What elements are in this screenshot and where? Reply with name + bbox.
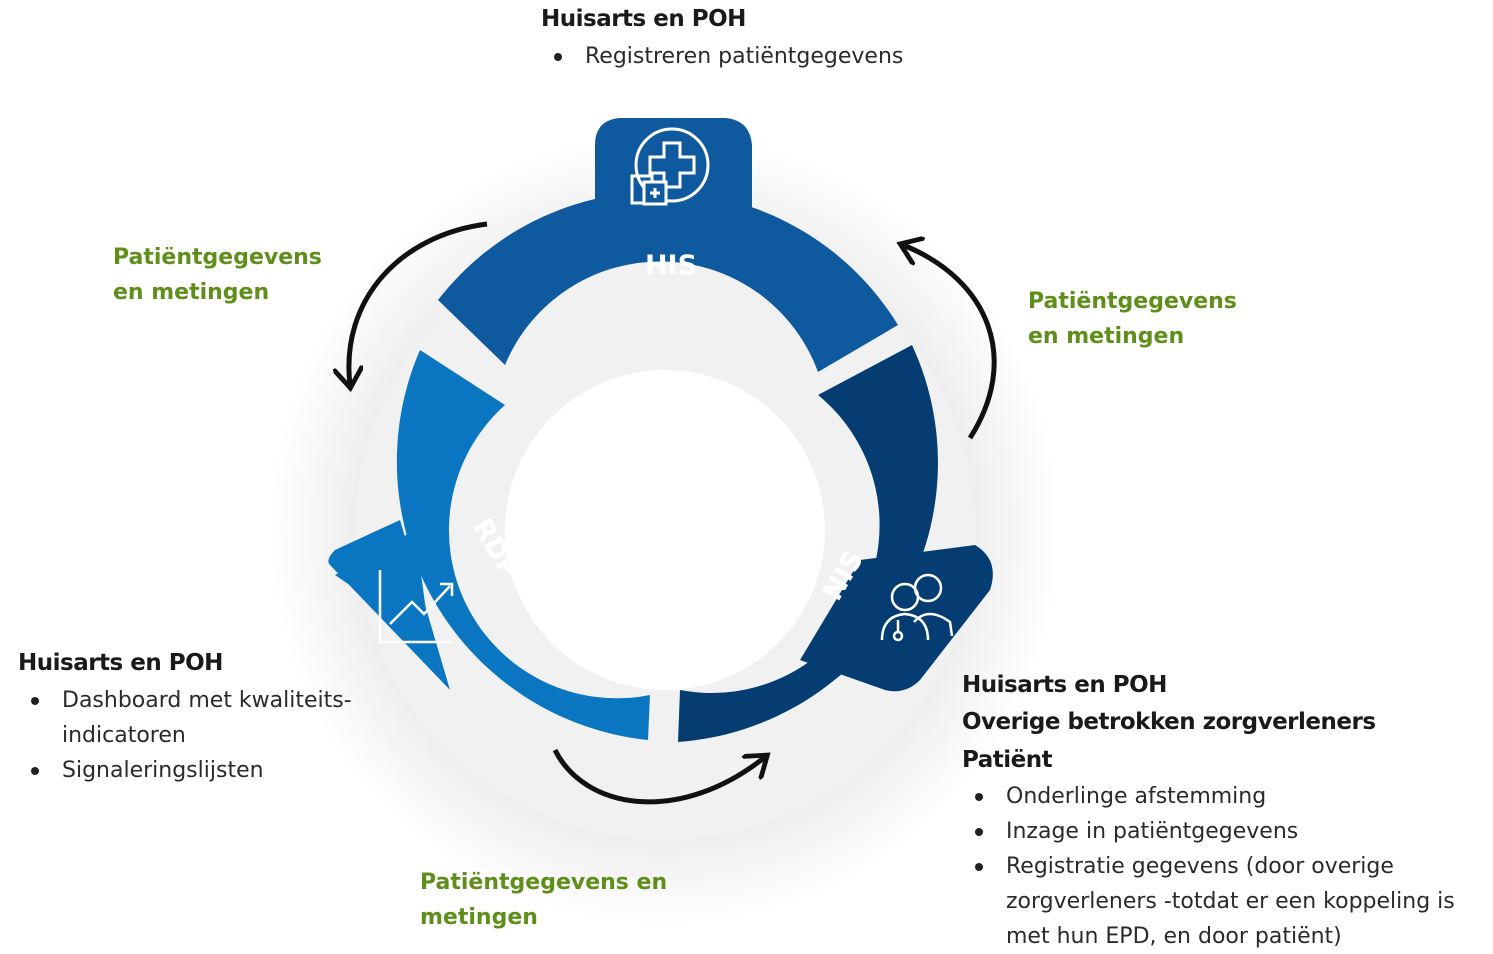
right-block-heading-1: Huisarts en POH	[962, 672, 1167, 698]
care-providers-icon	[880, 573, 954, 642]
right-block-bullet: Inzage in patiëntgegevens	[962, 814, 1487, 849]
left-block-heading: Huisarts en POH	[18, 650, 223, 676]
left-block-bullet: Dashboard met kwaliteits-indicatoren	[18, 683, 398, 753]
right-block-heading-2: Overige betrokken zorgverleners	[962, 709, 1376, 735]
top-block-bullet: Registreren patiëntgegevens	[541, 39, 981, 74]
right-block-heading-3: Patiënt	[962, 747, 1053, 773]
flow-label-right-line1: Patiëntgegevens	[1028, 289, 1237, 314]
top-block-bullets: Registreren patiëntgegevens	[541, 39, 981, 74]
trend-chart-icon	[378, 570, 454, 644]
right-block-bullet: Registratie gegevens (door overige zorgv…	[962, 849, 1487, 954]
left-block-bullets: Dashboard met kwaliteits-indicatoren Sig…	[18, 683, 398, 788]
flow-label-left: Patiëntgegevens en metingen	[113, 240, 322, 310]
flow-label-bottom-line2: metingen	[420, 905, 538, 930]
arrow-left-flow	[349, 221, 488, 385]
arrow-bottom-flow	[552, 748, 765, 805]
center-circle	[505, 370, 825, 690]
cycle-diagram: HIS RDP NIS	[270, 118, 1060, 925]
flow-label-bottom-line1: Patiëntgegevens en	[420, 870, 668, 895]
flow-label-right-line2: en metingen	[1028, 324, 1185, 349]
segment-his[interactable]: HIS	[438, 118, 898, 372]
right-block-bullets: Onderlinge afstemming Inzage in patiëntg…	[962, 779, 1487, 954]
right-block-bullet: Onderlinge afstemming	[962, 779, 1487, 814]
medical-cross-icon	[630, 127, 710, 206]
left-block-bullet: Signaleringslijsten	[18, 753, 398, 788]
arrow-right-flow	[903, 245, 997, 440]
top-block-heading: Huisarts en POH	[541, 6, 746, 32]
flow-label-right: Patiëntgegevens en metingen	[1028, 284, 1237, 354]
segment-label-his: HIS	[645, 250, 697, 281]
flow-label-bottom: Patiëntgegevens en metingen	[420, 865, 667, 935]
flow-label-left-line1: Patiëntgegevens	[113, 245, 322, 270]
flow-label-left-line2: en metingen	[113, 280, 270, 305]
